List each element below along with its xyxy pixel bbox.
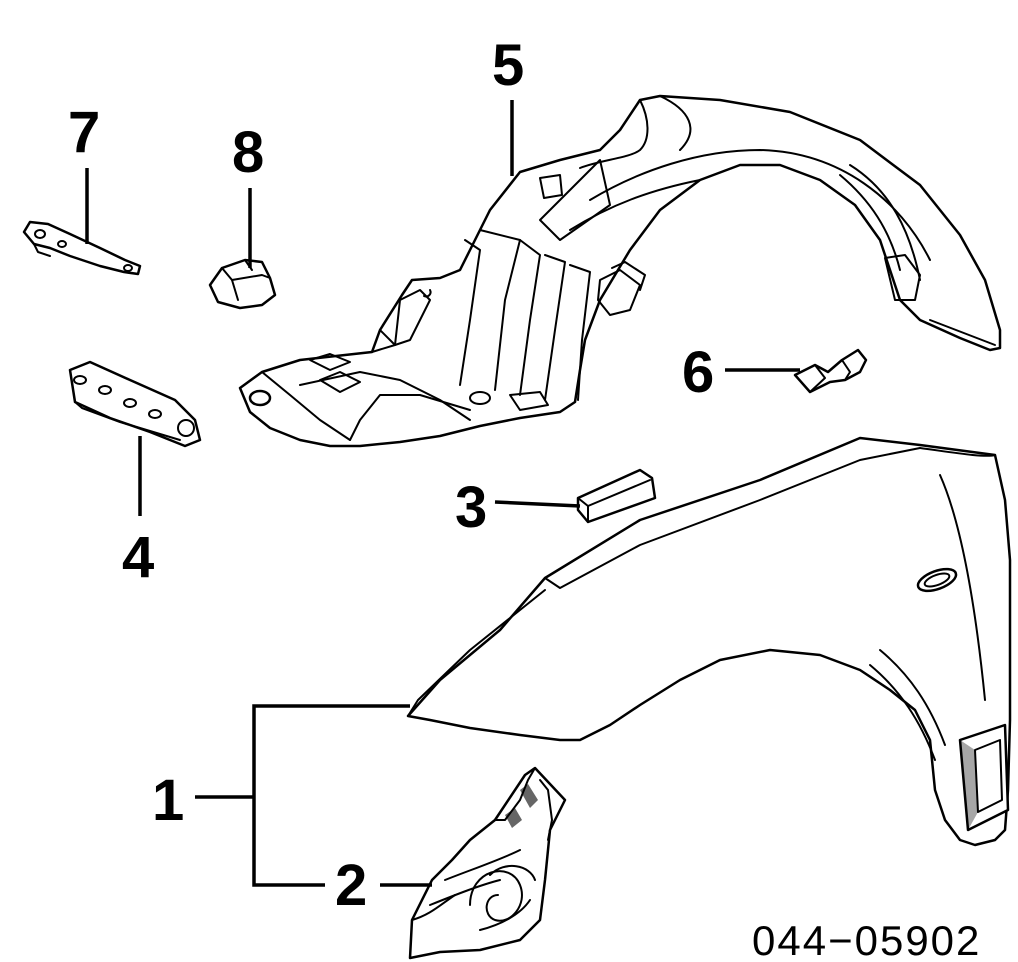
retainer-clip-part[interactable] bbox=[208, 258, 277, 310]
callout-8: 8 bbox=[232, 120, 264, 185]
callout-6: 6 bbox=[682, 340, 714, 405]
fender-insulator-part[interactable] bbox=[408, 766, 567, 960]
fender-liner-part[interactable] bbox=[238, 94, 1002, 448]
callout-5: 5 bbox=[492, 33, 524, 98]
fender-stay-part[interactable] bbox=[22, 220, 142, 276]
callout-labels: 1 2 3 4 5 6 7 8 bbox=[68, 33, 714, 918]
leader-3 bbox=[494, 500, 581, 508]
leader-1-bracket bbox=[252, 704, 410, 887]
seal-strip-part[interactable] bbox=[576, 468, 657, 524]
callout-2: 2 bbox=[335, 853, 367, 918]
front-fender-part[interactable] bbox=[406, 436, 1012, 847]
callout-3: 3 bbox=[455, 475, 487, 540]
callout-4: 4 bbox=[122, 525, 154, 590]
leader-lines bbox=[85, 100, 800, 887]
diagram-code: 044−05902 bbox=[752, 917, 981, 962]
callout-7: 7 bbox=[68, 100, 100, 165]
fender-bracket-part[interactable] bbox=[68, 360, 202, 448]
clip-part[interactable] bbox=[793, 348, 868, 394]
callout-1: 1 bbox=[152, 768, 184, 833]
